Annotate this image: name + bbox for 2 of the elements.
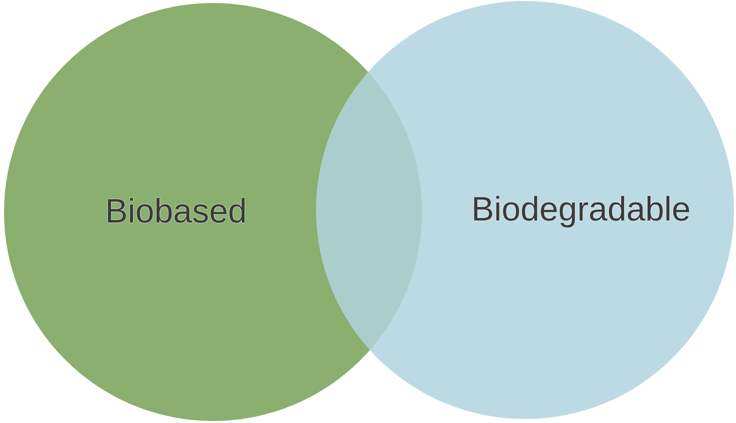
set-label: Biobased: [105, 192, 247, 232]
set-label: Biodegradable: [471, 190, 691, 230]
